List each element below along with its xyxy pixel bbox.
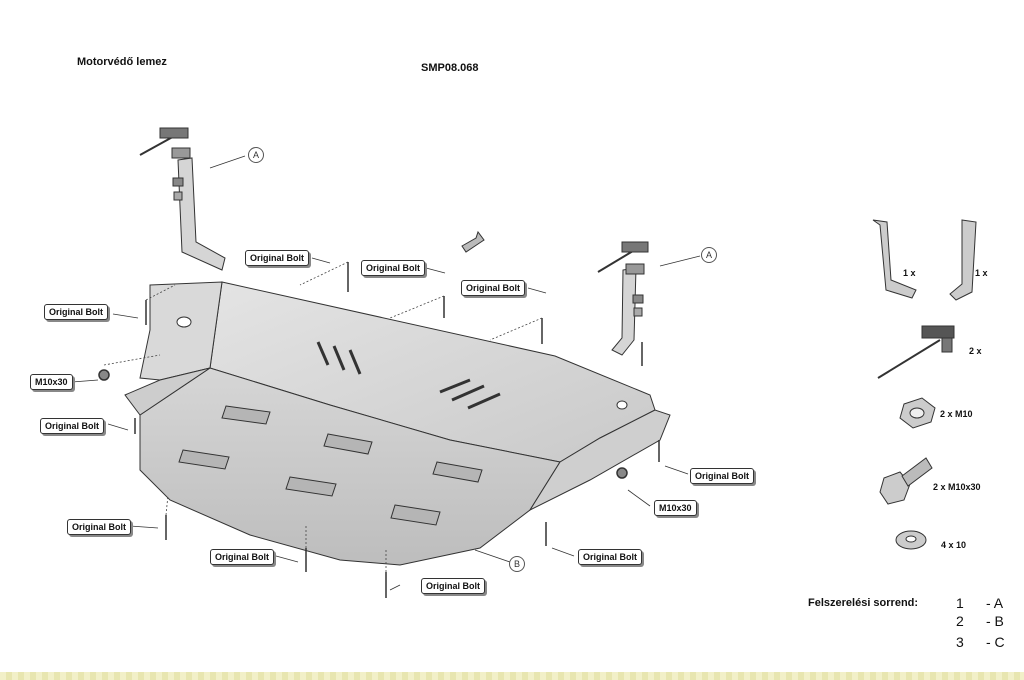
skid-plate — [124, 281, 671, 566]
bracket-a-right — [597, 241, 649, 356]
part-bracket-short — [949, 219, 977, 301]
part-clamp — [921, 325, 955, 339]
callout-original-bolt-10: Original Bolt — [690, 468, 754, 484]
parts-qty-bolt: 2 x M10x30 — [933, 482, 981, 492]
install-order-part: - C — [986, 634, 1005, 650]
callout-original-bolt-3: Original Bolt — [461, 280, 525, 296]
bracket-a-left — [139, 127, 226, 271]
callout-original-bolt-8: Original Bolt — [421, 578, 485, 594]
install-order-label: Felszerelési sorrend: — [808, 597, 919, 609]
callout-original-bolt-6: Original Bolt — [67, 519, 131, 535]
callout-original-bolt-1: Original Bolt — [245, 250, 309, 266]
callout-m10x30-right: M10x30 — [654, 500, 697, 516]
callout-original-bolt-9: Original Bolt — [578, 549, 642, 565]
part-bracket-long — [872, 219, 917, 299]
callout-original-bolt-4: Original Bolt — [44, 304, 108, 320]
parts-qty-bracket-long: 1 x — [903, 268, 916, 278]
install-order-part: - A — [986, 595, 1004, 611]
parts-qty-nut: 2 x M10 — [940, 409, 973, 419]
diagram-title: Motorvédő lemez — [77, 56, 167, 68]
bolts — [98, 262, 660, 598]
parts-list-drawings — [872, 219, 977, 550]
marker-a-right: A — [701, 247, 717, 263]
callout-original-bolt-7: Original Bolt — [210, 549, 274, 565]
callout-original-bolt-5: Original Bolt — [40, 418, 104, 434]
callout-original-bolt-2: Original Bolt — [361, 260, 425, 276]
part-code: SMP08.068 — [421, 62, 479, 74]
part-bolt — [879, 471, 911, 505]
callout-m10x30-left: M10x30 — [30, 374, 73, 390]
parts-qty-washer: 4 x 10 — [941, 540, 967, 550]
install-order-num: 2 — [956, 613, 964, 629]
marker-a-left: A — [248, 147, 264, 163]
install-order-num: 3 — [956, 634, 964, 650]
install-order-part: - B — [986, 613, 1004, 629]
bottom-strip — [0, 672, 1024, 680]
install-order-num: 1 — [956, 595, 964, 611]
marker-b: B — [509, 556, 525, 572]
parts-qty-clamp: 2 x — [969, 346, 982, 356]
parts-qty-bracket-short: 1 x — [975, 268, 988, 278]
front-arrow — [461, 230, 485, 253]
